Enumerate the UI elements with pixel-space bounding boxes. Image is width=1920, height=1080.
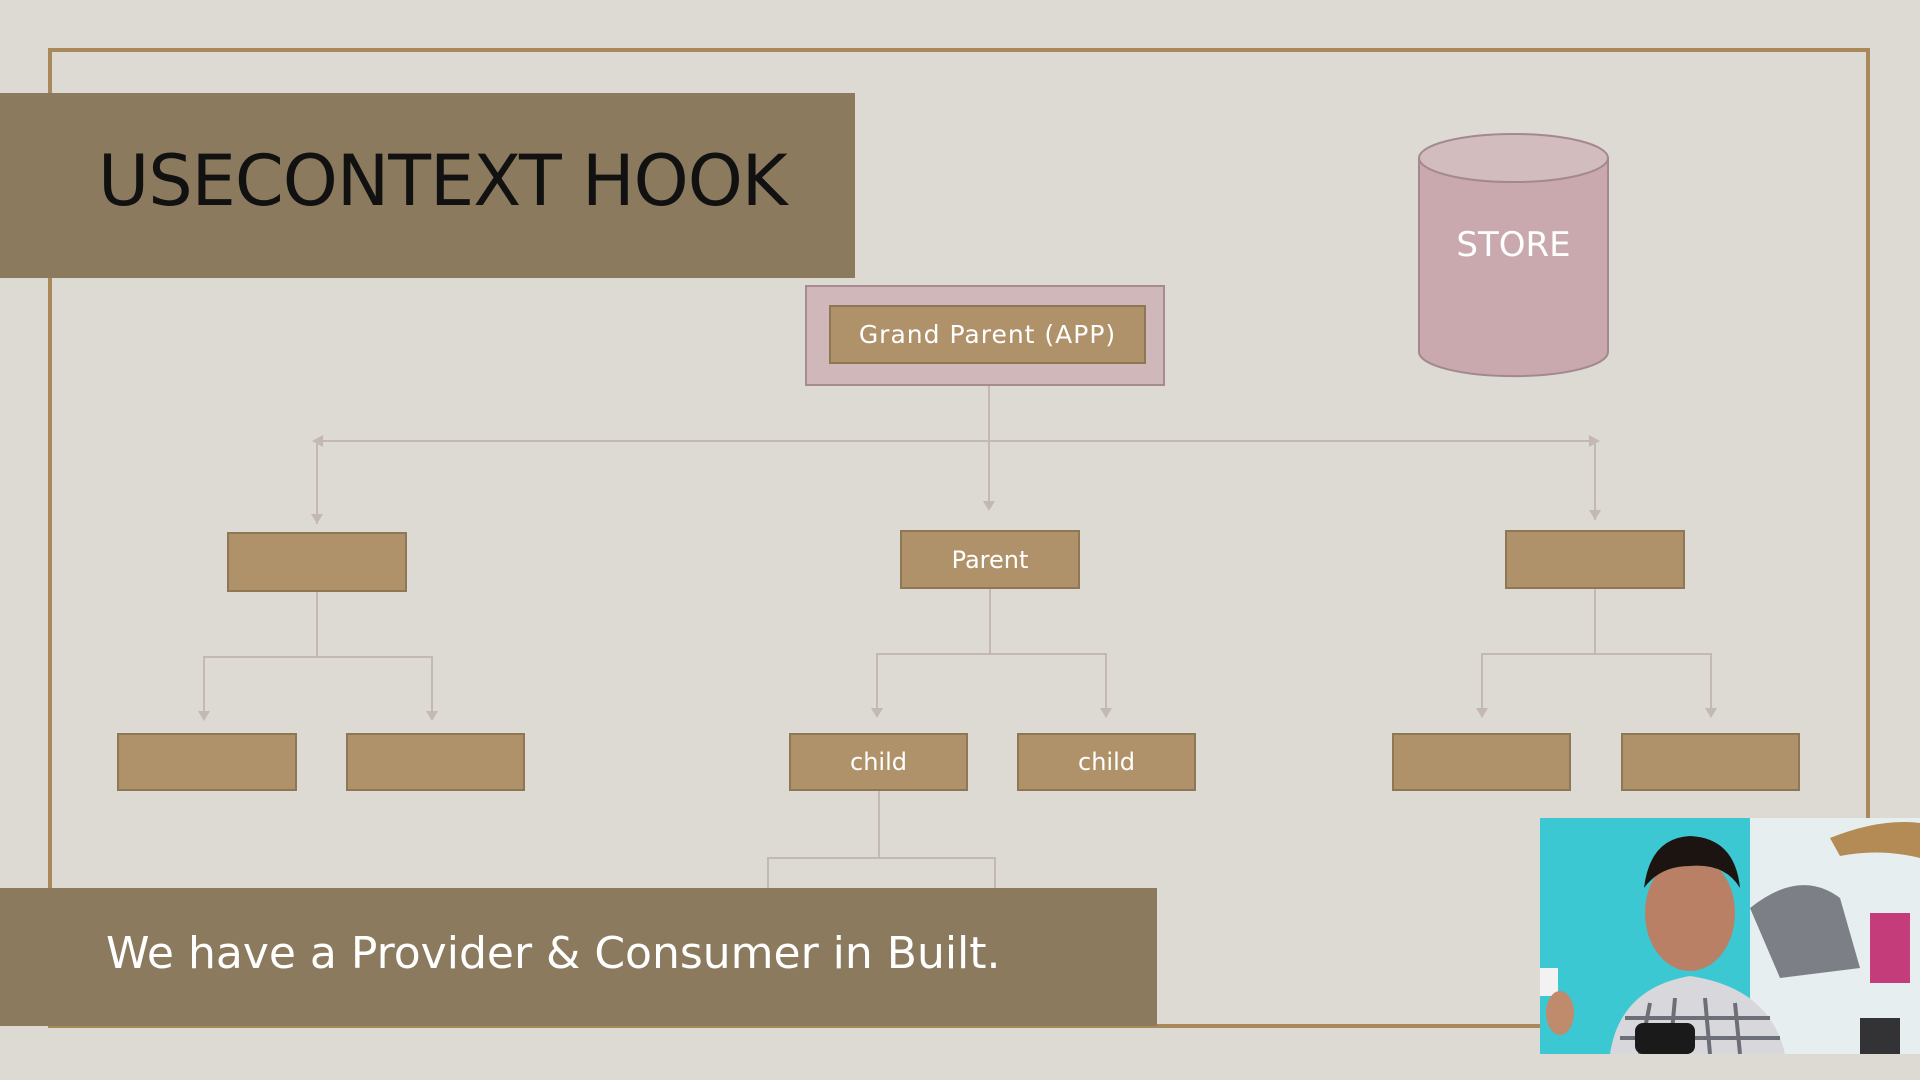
presenter-webcam-video bbox=[1540, 818, 1920, 1054]
caption-banner bbox=[0, 888, 1157, 1026]
connector-center-horizontal bbox=[876, 653, 1107, 655]
slide-title: USECONTEXT HOOK bbox=[98, 140, 788, 222]
caption-text: We have a Provider & Consumer in Built. bbox=[106, 928, 1001, 979]
left-child-node-1 bbox=[117, 733, 297, 791]
connector-right-down bbox=[1594, 441, 1596, 520]
connector-grandchild-horizontal bbox=[767, 857, 996, 859]
grand-parent-node: Grand Parent (APP) bbox=[829, 305, 1146, 364]
store-cylinder-shape bbox=[1418, 133, 1609, 378]
left-node bbox=[227, 532, 407, 592]
connector-gp-down bbox=[988, 386, 990, 504]
connector-left-horizontal bbox=[203, 656, 433, 658]
connector-child-down bbox=[878, 790, 880, 858]
presenter-image bbox=[1540, 818, 1920, 1054]
left-child-node-2 bbox=[346, 733, 525, 791]
right-child-node-1 bbox=[1392, 733, 1571, 791]
connector-parent-down bbox=[989, 589, 991, 654]
store-label: STORE bbox=[1456, 225, 1571, 265]
child-node-2: child bbox=[1017, 733, 1196, 791]
connector-left-child2 bbox=[431, 656, 433, 714]
connector-right-node-down bbox=[1594, 589, 1596, 654]
connector-grandchild-left bbox=[767, 857, 769, 889]
connector-left-child1 bbox=[203, 656, 205, 714]
parent-node: Parent bbox=[900, 530, 1080, 589]
title-banner bbox=[0, 93, 855, 278]
connector-grandchild-right bbox=[994, 857, 996, 889]
store-cylinder: STORE bbox=[1416, 132, 1611, 379]
child-node-1: child bbox=[789, 733, 968, 791]
connector-right-child2 bbox=[1710, 653, 1712, 711]
connector-right-child1 bbox=[1481, 653, 1483, 711]
connector-left-down bbox=[316, 441, 318, 524]
slide-frame bbox=[48, 48, 1870, 1028]
connector-center-child2 bbox=[1105, 653, 1107, 711]
connector-left-node-down bbox=[316, 592, 318, 657]
connector-right-horizontal bbox=[1481, 653, 1712, 655]
right-child-node-2 bbox=[1621, 733, 1800, 791]
connector-top-horizontal bbox=[317, 440, 1595, 442]
connector-center-child1 bbox=[876, 653, 878, 711]
right-node bbox=[1505, 530, 1685, 589]
